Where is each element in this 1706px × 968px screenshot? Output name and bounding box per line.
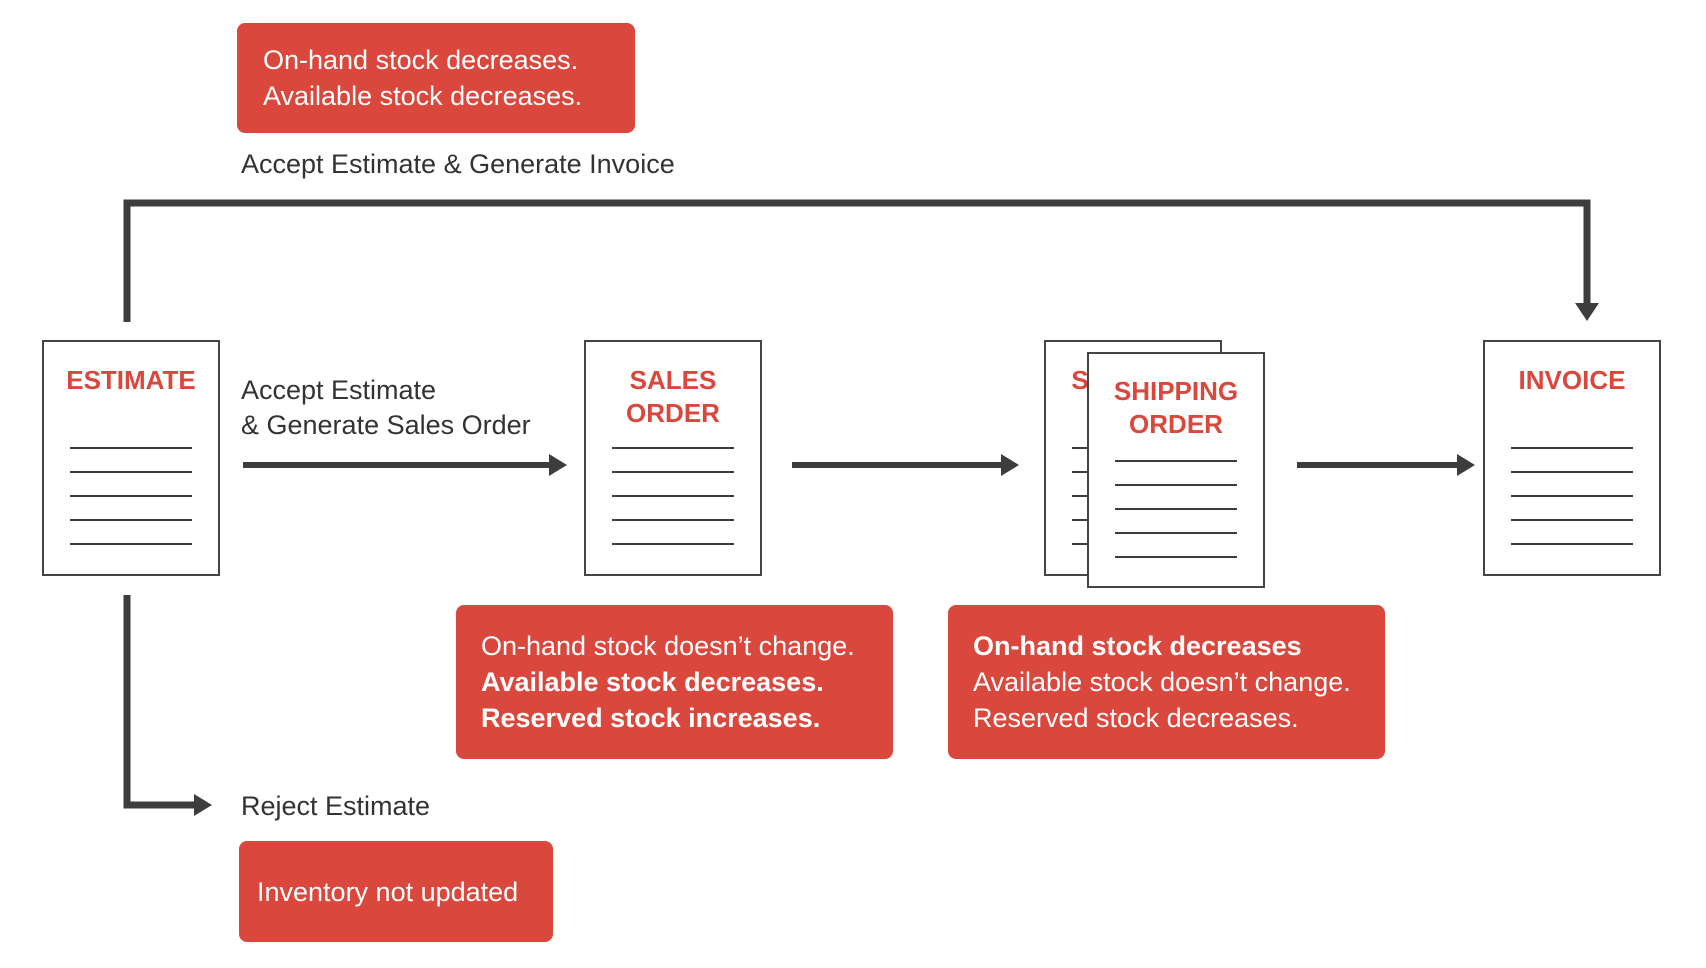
estimate-document-title: ESTIMATE (66, 365, 196, 395)
reject-path-label: Reject Estimate (241, 791, 430, 821)
shipping-order-title-line-1: SHIPPING (1114, 376, 1238, 406)
callout-line: On-hand stock decreases. (263, 45, 579, 75)
sales-order-path-label-line-2: & Generate Sales Order (241, 410, 531, 440)
document-lines-icon (1511, 447, 1633, 545)
estimate-document[interactable]: ESTIMATE (42, 340, 220, 576)
arrowhead-right-icon (549, 454, 567, 476)
invoice-document-title: INVOICE (1519, 365, 1626, 395)
arrowhead-right-icon (1001, 454, 1019, 476)
shipping-order-back-title: S (1071, 365, 1088, 395)
reject-stock-callout: Inventory not updated (239, 841, 553, 942)
callout-line: Reserved stock decreases. (973, 703, 1299, 733)
callout-line-bold: On-hand stock decreases (973, 631, 1302, 661)
arrowhead-down-icon (1575, 303, 1599, 321)
sales-order-stock-callout: On-hand stock doesn’t change. Available … (456, 605, 893, 759)
arrowhead-right-icon (1457, 454, 1475, 476)
document-lines-icon (70, 447, 192, 545)
document-lines-icon (1115, 460, 1237, 558)
arrow-shipping-to-invoice (1297, 454, 1475, 476)
sales-order-document[interactable]: SALES ORDER (584, 340, 762, 576)
invoice-path-label: Accept Estimate & Generate Invoice (241, 149, 675, 179)
callout-line: Inventory not updated (257, 876, 519, 907)
invoice-path-connector (123, 199, 1599, 322)
sales-order-title-line-1: SALES (630, 365, 717, 395)
arrowhead-right-icon (194, 794, 212, 816)
shipping-order-document-stack[interactable]: S SHIPPING ORDER (1044, 340, 1265, 588)
callout-line: On-hand stock doesn’t change. (481, 631, 855, 661)
shipping-order-document: SHIPPING ORDER (1087, 352, 1265, 588)
arrow-estimate-to-sales-order (243, 454, 567, 476)
document-lines-icon (612, 447, 734, 545)
callout-line: Available stock decreases. (263, 81, 583, 111)
shipping-order-stock-callout: On-hand stock decreases Available stock … (948, 605, 1385, 759)
invoice-stock-callout: On-hand stock decreases. Available stock… (237, 23, 635, 133)
arrow-sales-to-shipping (792, 454, 1019, 476)
invoice-document[interactable]: INVOICE (1483, 340, 1661, 576)
sales-order-title-line-2: ORDER (626, 398, 720, 428)
callout-line: Available stock doesn’t change. (973, 667, 1351, 697)
shipping-order-title-line-2: ORDER (1129, 409, 1223, 439)
reject-path-connector (123, 595, 212, 816)
callout-line-bold: Reserved stock increases. (481, 703, 821, 733)
callout-line-bold: Available stock decreases. (481, 667, 824, 697)
sales-order-path-label-line-1: Accept Estimate (241, 375, 436, 405)
